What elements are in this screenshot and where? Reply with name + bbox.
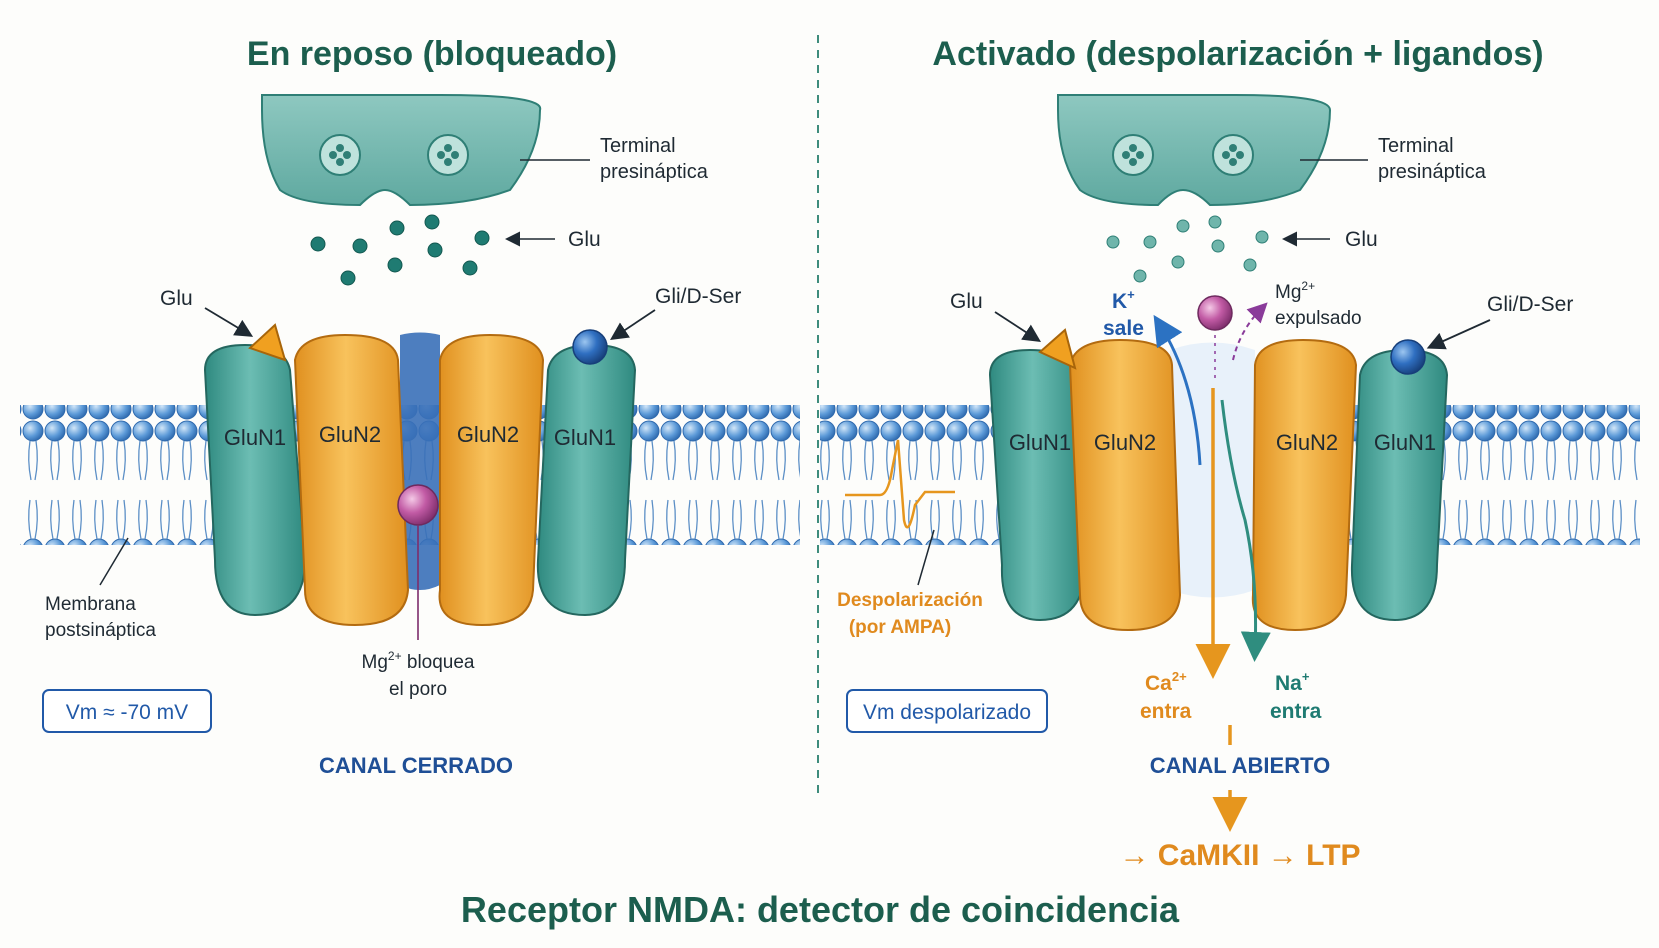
glu-site-arrow: [994, 311, 1042, 342]
channel-state-label: CANAL CERRADO: [319, 753, 513, 778]
vm-box-text: Vm ≈ -70 mV: [66, 701, 188, 724]
membrane-label: Membrana: [45, 594, 136, 615]
vesicle: [319, 134, 361, 176]
vesicle: [1112, 134, 1154, 176]
subunit-label: GluN1: [1009, 430, 1071, 455]
k-label: K+: [1112, 287, 1135, 313]
glun2-subunit: [438, 333, 545, 627]
glun1-subunit: [536, 343, 637, 617]
k-label: sale: [1103, 317, 1144, 340]
presynaptic-terminal: [1057, 93, 1332, 207]
mg-expelled-label: Mg2+: [1275, 279, 1315, 303]
glun2-subunit: [1251, 338, 1358, 632]
vm-box: [846, 689, 1048, 733]
glu-free-label: Glu: [1345, 228, 1378, 251]
terminal-label: presináptica: [600, 161, 709, 183]
vm-box: [42, 689, 212, 733]
gly-label: Gli/D-Ser: [1487, 293, 1573, 316]
nmda-receptor-closed: [203, 323, 637, 627]
mg-ion-blocking: [397, 484, 439, 526]
terminal-label: presináptica: [1378, 161, 1487, 183]
glun1-subunit: [203, 343, 307, 617]
glun2-subunit: [1068, 338, 1182, 632]
glu-site-label: Glu: [950, 290, 983, 313]
glutamate-molecules: [310, 214, 490, 286]
mg-block-label: el poro: [389, 679, 447, 700]
presynaptic-terminal: [261, 93, 542, 207]
na-label: Na+: [1275, 669, 1310, 695]
cascade-label: → CaMKII → LTP: [1119, 839, 1360, 872]
glu-bound-triangle: [1038, 328, 1077, 370]
subunit-label: GluN2: [1094, 430, 1156, 455]
membrane-label: postsináptica: [45, 620, 156, 641]
gly-arrow: [610, 309, 656, 340]
depol-leader: [917, 529, 935, 586]
gly-arrow: [1426, 319, 1491, 350]
subunit-label: GluN2: [1276, 430, 1338, 455]
depol-label: Despolarización: [837, 590, 983, 611]
channel-state-label: CANAL ABIERTO: [1150, 753, 1331, 778]
glutamate-molecules: [1106, 215, 1269, 283]
left-title: En reposo (bloqueado): [247, 35, 617, 73]
mg-expelled-label: expulsado: [1275, 308, 1362, 329]
glycine-ball: [572, 329, 608, 365]
ca-label: Ca2+: [1145, 669, 1187, 695]
vm-box-text: Vm despolarizado: [863, 701, 1031, 724]
subunit-label: GluN1: [1374, 430, 1436, 455]
glu-site-label: Glu: [160, 287, 193, 310]
ca-label: entra: [1140, 700, 1192, 723]
mg-block-label: Mg2+ bloquea: [362, 649, 475, 673]
nmda-receptor-open: [988, 328, 1449, 632]
vesicle: [427, 134, 469, 176]
right-title: Activado (despolarización + ligandos): [932, 35, 1543, 73]
membrane-leader: [99, 537, 129, 586]
mg-ion-expelled: [1197, 295, 1233, 331]
na-label: entra: [1270, 700, 1322, 723]
glu-site-arrow: [204, 307, 254, 337]
glu-free-label: Glu: [568, 228, 601, 251]
depol-label: (por AMPA): [849, 617, 951, 638]
glun2-subunit: [293, 333, 410, 627]
gly-label: Gli/D-Ser: [655, 285, 741, 308]
subunit-label: GluN2: [457, 422, 519, 447]
terminal-label: Terminal: [1378, 135, 1454, 157]
vesicle: [1212, 134, 1254, 176]
footer-title: Receptor NMDA: detector de coincidencia: [461, 889, 1180, 930]
left-panel: En reposo (bloqueado) Terminal presinápt…: [20, 35, 800, 778]
right-panel: Activado (despolarización + ligandos) Te…: [820, 35, 1640, 872]
k-efflux-arrow: [1153, 314, 1202, 466]
depolarization-trace: [845, 439, 955, 529]
glu-bound-triangle: [248, 323, 287, 362]
na-influx-arrow: [1220, 399, 1271, 662]
glun1-subunit: [1350, 348, 1449, 622]
subunit-label: GluN2: [319, 422, 381, 447]
subunit-label: GluN1: [224, 425, 286, 450]
subunit-label: GluN1: [554, 425, 616, 450]
glycine-ball: [1390, 339, 1426, 375]
terminal-label: Terminal: [600, 135, 676, 157]
mg-expel-arrow: [1232, 302, 1268, 361]
